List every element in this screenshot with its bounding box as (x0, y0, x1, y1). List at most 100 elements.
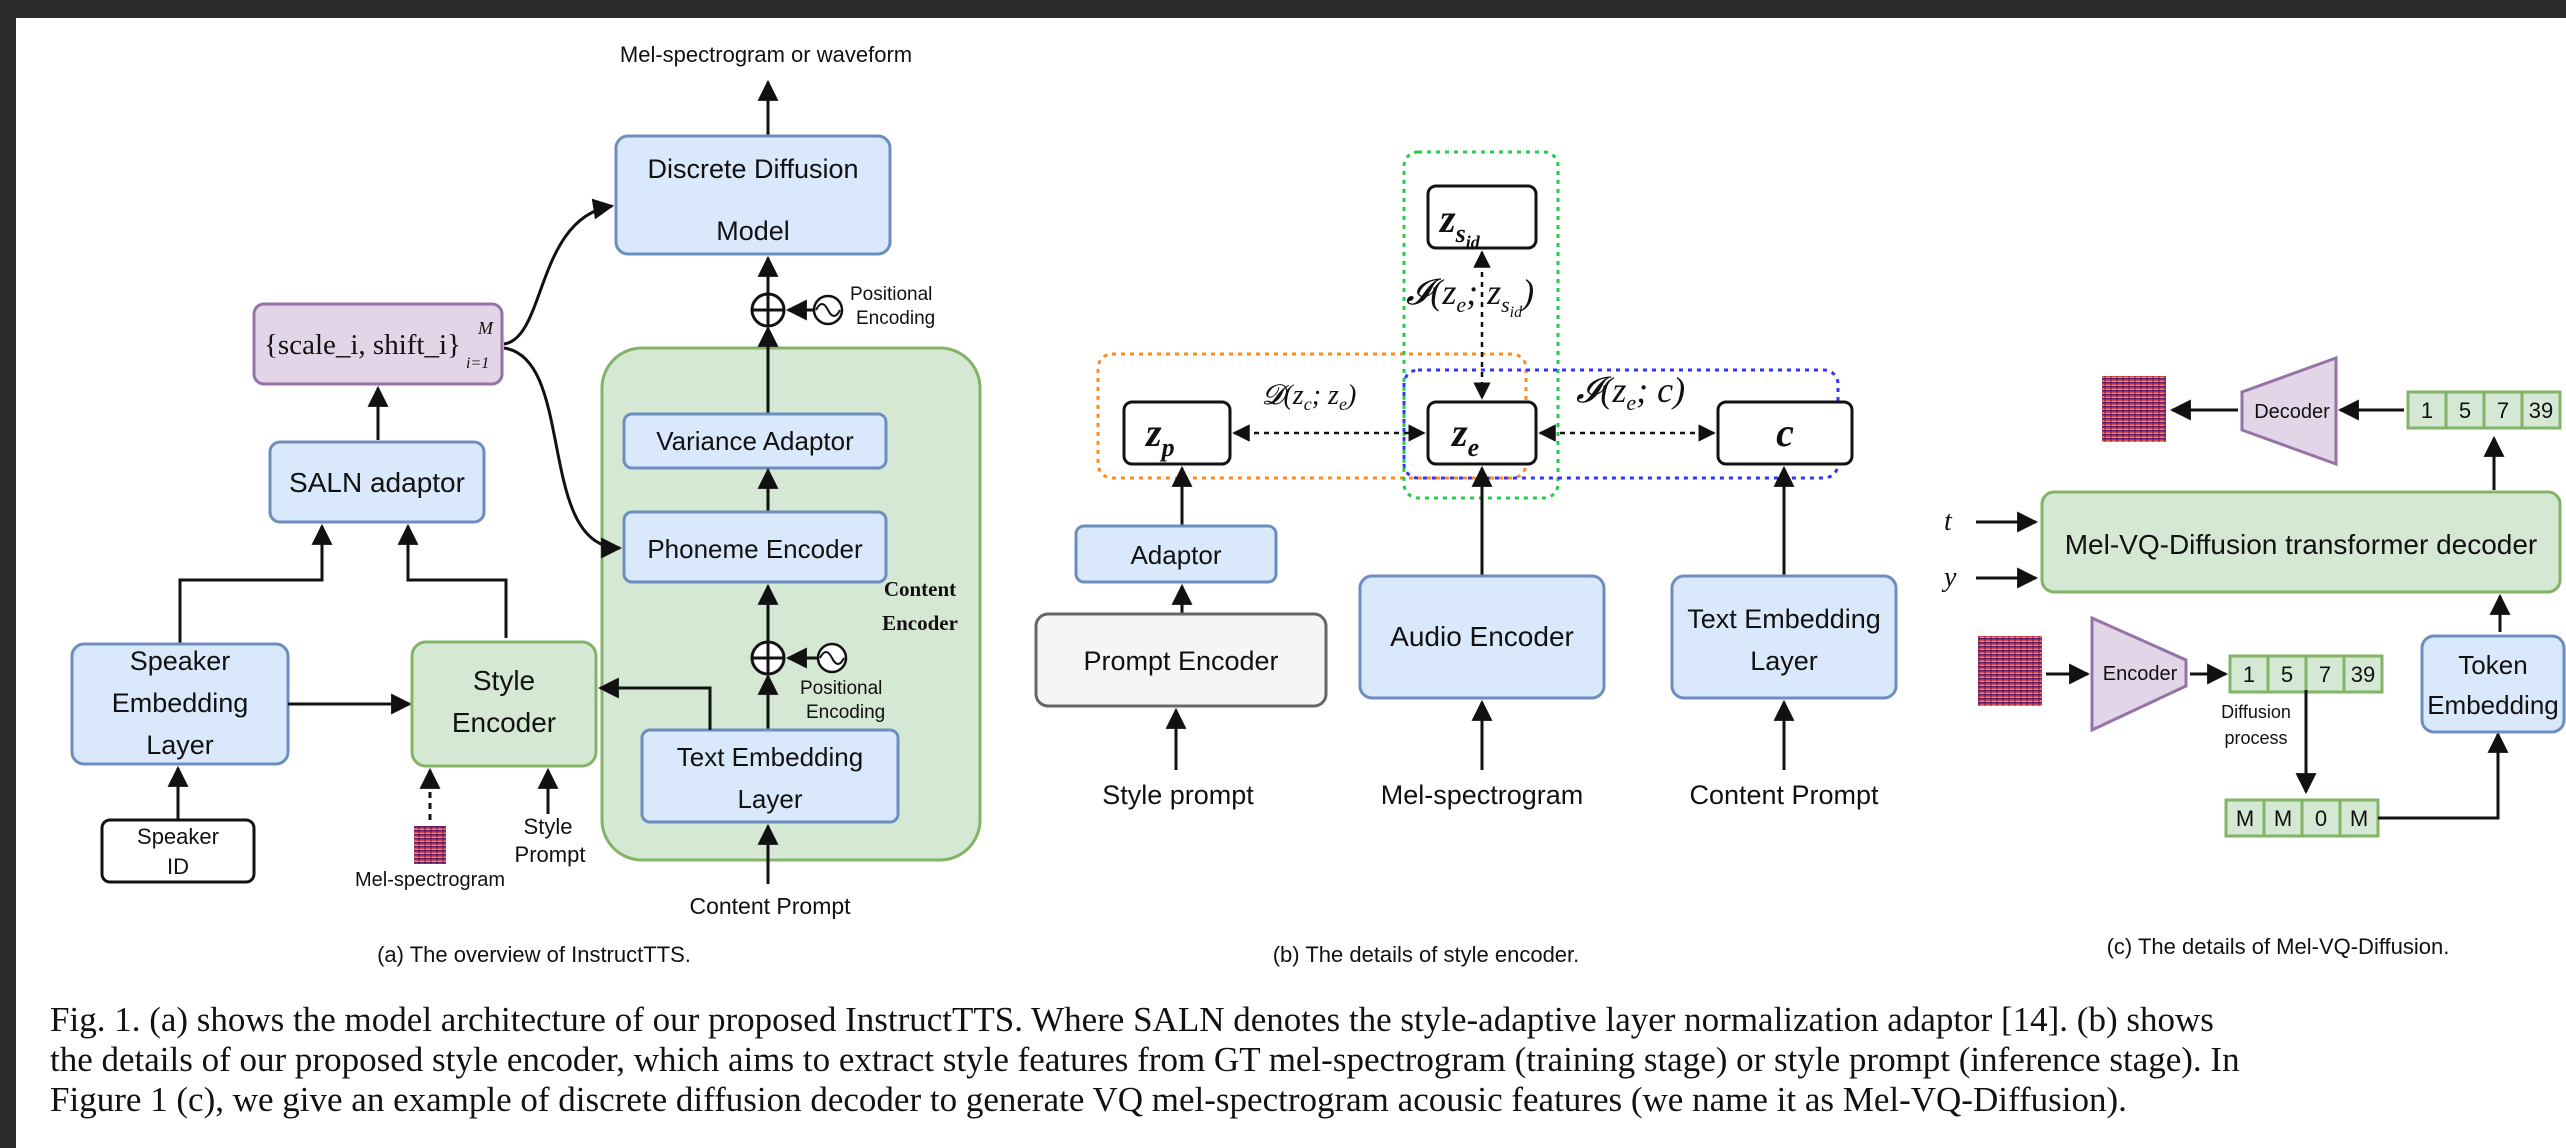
token-label: 39 (2529, 398, 2553, 423)
subcaption-a: (a) The overview of InstructTTS. (377, 942, 691, 967)
prompt-encoder-box: Prompt Encoder (1034, 612, 1328, 708)
token-cell: 5 (2444, 390, 2486, 430)
token-cell: 0 (2300, 798, 2342, 838)
subcaption-c: (c) The details of Mel-VQ-Diffusion. (2107, 934, 2450, 959)
diffusion-process-label: Diffusion (2221, 702, 2291, 722)
speaker-embedding-layer: Speaker Embedding Layer (70, 642, 290, 766)
svg-text:c: c (1776, 410, 1794, 455)
arrow-scale-to-diffusion (503, 198, 615, 346)
svg-text:Embedding: Embedding (112, 688, 249, 718)
decoder-trapezoid: Decoder (2240, 355, 2338, 467)
add-icon-bottom (750, 640, 786, 676)
audio-encoder-box: Audio Encoder (1358, 574, 1606, 700)
svg-text:Discrete Diffusion: Discrete Diffusion (647, 154, 858, 184)
svg-text:Adaptor: Adaptor (1130, 540, 1221, 570)
mi-c-label: 𝓘(ze; c) (1576, 370, 1685, 415)
svg-text:Encoder: Encoder (452, 707, 556, 738)
caption-line-2: the details of our proposed style encode… (50, 1040, 2240, 1079)
svg-text:Prompt: Prompt (515, 842, 586, 867)
token-label: M (2274, 806, 2292, 831)
svg-text:process: process (2224, 728, 2287, 748)
mel-spectrogram-image-a (414, 826, 446, 864)
token-label: M (2350, 806, 2368, 831)
token-cell: M (2262, 798, 2304, 838)
style-encoder-a: Style Encoder (410, 640, 598, 768)
token-label: 39 (2351, 662, 2375, 687)
svg-text:Content: Content (884, 577, 956, 601)
svg-text:zp: zp (1144, 410, 1175, 462)
variance-adaptor: Variance Adaptor (622, 412, 888, 470)
panel-a: Mel-spectrogram or waveform Discrete Dif… (70, 42, 982, 967)
svg-text:Layer: Layer (146, 730, 214, 760)
mel-label-a: Mel-spectrogram (355, 869, 505, 891)
output-label: Mel-spectrogram or waveform (620, 42, 912, 67)
content-prompt-a: Content Prompt (689, 893, 851, 919)
y-label: y (1941, 562, 1957, 593)
svg-text:i=1: i=1 (466, 355, 489, 372)
mel-spectrogram-input-image (1978, 636, 2042, 706)
figure-caption: Fig. 1. (a) shows the model architecture… (50, 1000, 2550, 1120)
transformer-decoder-box: Mel-VQ-Diffusion transformer decoder (2040, 490, 2562, 594)
d-label: 𝓓(zc; ze) (1262, 380, 1356, 414)
pos-enc-bottom-label: Positional (800, 678, 882, 699)
svg-text:ze: ze (1450, 410, 1479, 462)
caption-line-1: Fig. 1. (a) shows the model architecture… (50, 1000, 2214, 1039)
token-row-mid: 1 5 7 39 (2228, 654, 2384, 694)
svg-text:Audio Encoder: Audio Encoder (1390, 621, 1574, 652)
token-cell: 7 (2482, 390, 2524, 430)
svg-text:Layer: Layer (737, 784, 802, 814)
token-cell: 39 (2520, 390, 2562, 430)
svg-text:Variance Adaptor: Variance Adaptor (656, 426, 854, 456)
pos-enc-top-label: Positional (850, 284, 932, 305)
token-label: 7 (2319, 662, 2331, 687)
token-cell: 5 (2266, 654, 2308, 694)
svg-text:Text Embedding: Text Embedding (1687, 604, 1881, 634)
z-e-box: ze (1426, 400, 1538, 466)
style-prompt-b: Style prompt (1102, 780, 1254, 810)
phoneme-encoder: Phoneme Encoder (622, 510, 888, 584)
token-label: 1 (2421, 398, 2433, 423)
saln-adaptor: SALN adaptor (268, 440, 486, 524)
mel-spectrogram-output-image (2102, 376, 2166, 442)
token-label: 5 (2281, 662, 2293, 687)
svg-text:Prompt Encoder: Prompt Encoder (1083, 646, 1278, 676)
speaker-id: Speaker ID (100, 818, 256, 884)
svg-text:Layer: Layer (1750, 646, 1818, 676)
subcaption-b: (b) The details of style encoder. (1273, 942, 1580, 967)
scale-shift-box: {scale_i, shift_i} M i=1 (252, 302, 504, 386)
arrow-scale-to-phoneme (503, 346, 623, 559)
style-prompt-a: Style (524, 814, 573, 839)
mi-sid-label: 𝓘(ze; zsid) (1406, 272, 1534, 321)
figure-canvas: Mel-spectrogram or waveform Discrete Dif… (16, 18, 2566, 1148)
svg-text:M: M (477, 318, 494, 338)
token-label: 1 (2243, 662, 2255, 687)
token-cell: 1 (2228, 654, 2270, 694)
svg-text:Model: Model (716, 216, 790, 246)
sine-icon-top (812, 294, 844, 326)
blue-region (1402, 368, 1840, 480)
svg-text:Encoder: Encoder (2103, 663, 2178, 685)
encoder-trapezoid: Encoder (2090, 615, 2188, 733)
token-embedding-box: Token Embedding (2420, 634, 2566, 734)
adaptor-box: Adaptor (1074, 524, 1278, 584)
content-prompt-b: Content Prompt (1689, 780, 1879, 810)
token-cell: 39 (2342, 654, 2384, 694)
token-cell: 7 (2304, 654, 2346, 694)
svg-text:Decoder: Decoder (2254, 401, 2330, 423)
sine-icon-bottom (816, 642, 848, 674)
svg-text:Encoding: Encoding (806, 702, 885, 723)
svg-text:{scale_i, shift_i}: {scale_i, shift_i} (264, 329, 461, 361)
svg-text:zsid: zsid (1438, 196, 1481, 252)
caption-line-3: Figure 1 (c), we give an example of disc… (50, 1080, 2127, 1119)
z-sid-box: zsid (1426, 184, 1538, 252)
text-embedding-layer-b: Text Embedding Layer (1670, 574, 1898, 700)
t-label: t (1944, 506, 1953, 537)
z-p-box: zp (1122, 400, 1232, 466)
text-embedding-layer-a: Text Embedding Layer (640, 728, 900, 824)
token-label: M (2236, 806, 2254, 831)
token-label: 5 (2459, 398, 2471, 423)
svg-text:SALN adaptor: SALN adaptor (289, 467, 465, 498)
